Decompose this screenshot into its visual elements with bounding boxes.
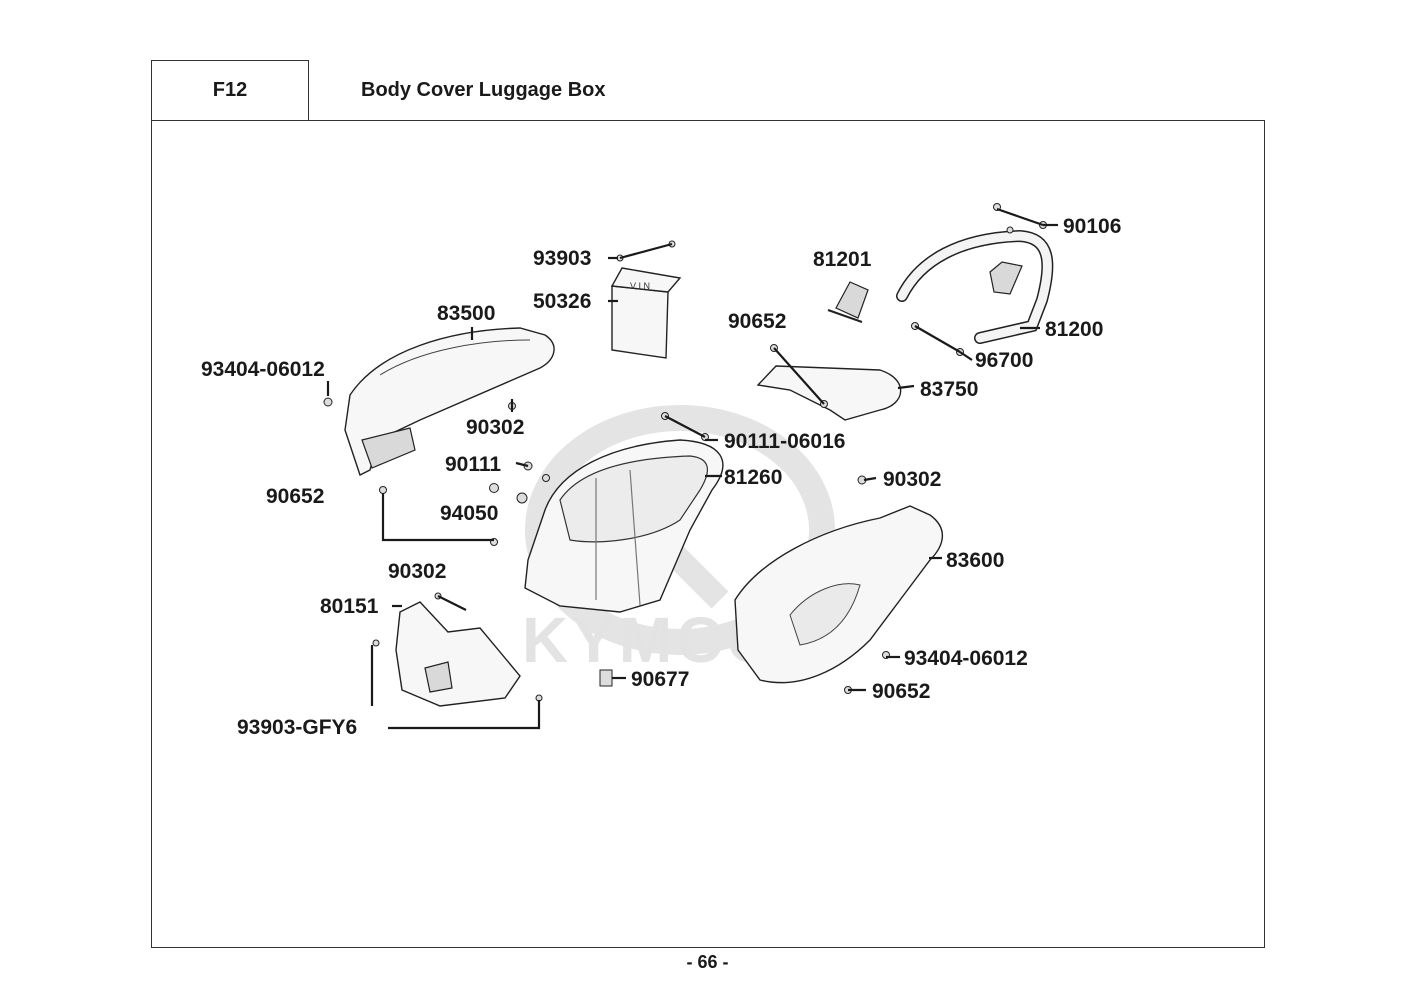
label-90652-left: 90652 (266, 485, 324, 508)
label-93404-06012-left: 93404-06012 (201, 358, 325, 381)
label-81201: 81201 (813, 248, 872, 271)
label-94050: 94050 (440, 502, 498, 525)
label-93903: 93903 (533, 247, 591, 270)
part-81200-grab-rail (896, 229, 1054, 344)
leader-lines (326, 207, 1058, 730)
label-83500: 83500 (437, 302, 495, 325)
label-90652-bottom: 90652 (872, 680, 930, 703)
part-81201-bracket (827, 281, 869, 323)
label-96700: 96700 (975, 349, 1033, 372)
page-title: Body Cover Luggage Box (361, 78, 606, 101)
diagram-frame (151, 120, 1265, 948)
label-81260: 81260 (724, 466, 782, 489)
label-90106: 90106 (1063, 215, 1121, 238)
label-90111-06016: 90111-06016 (724, 430, 845, 453)
label-50326: 50326 (533, 290, 591, 313)
label-81200: 81200 (1045, 318, 1103, 341)
watermark-text: KYMCO (522, 604, 780, 676)
label-90111: 90111 (445, 453, 501, 476)
part-81260-luggage-box (524, 439, 724, 613)
part-labels: 90106 93903 81201 50326 90652 81200 8350… (201, 215, 1121, 739)
section-code: F12 (151, 60, 309, 120)
label-90652-top: 90652 (728, 310, 786, 333)
label-83750: 83750 (920, 378, 978, 401)
part-83600-side-cover (734, 505, 944, 684)
label-93903-gfy6: 93903-GFY6 (237, 716, 357, 739)
part-80151-tail-housing (395, 601, 521, 707)
part-50326-vin-plate: V I N (610, 267, 682, 359)
part-83750-rear-cover (756, 365, 902, 421)
label-83600: 83600 (946, 549, 1004, 572)
vin-plate-text: V I N (630, 281, 650, 291)
label-90302-mid: 90302 (466, 416, 524, 439)
label-90677: 90677 (631, 668, 689, 691)
part-83500-cover (344, 327, 555, 476)
label-93404-06012-right: 93404-06012 (904, 647, 1028, 670)
label-80151: 80151 (320, 595, 379, 618)
page-number: - 66 - (686, 952, 729, 972)
label-90302-low: 90302 (388, 560, 446, 583)
label-90302-right: 90302 (883, 468, 941, 491)
